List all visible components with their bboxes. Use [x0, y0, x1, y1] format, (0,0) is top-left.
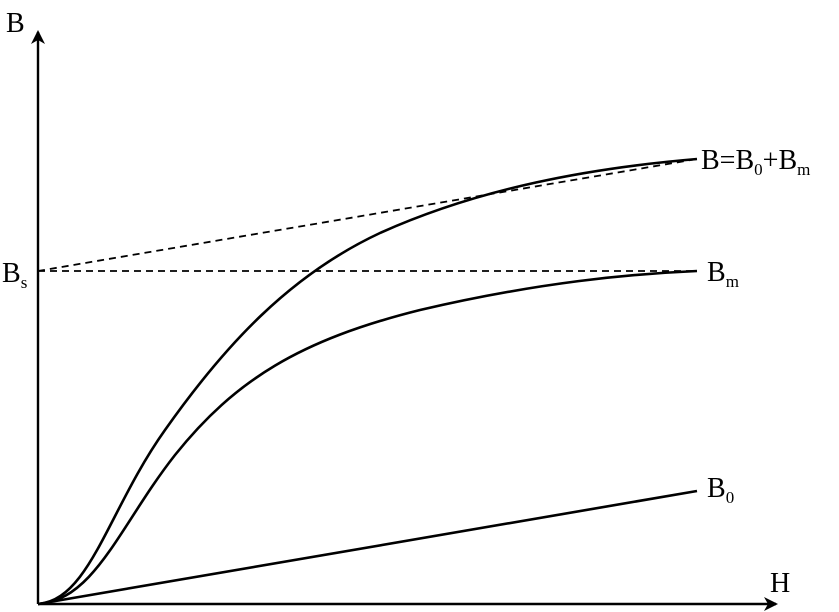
x-axis-label: H — [770, 568, 790, 599]
bm-label: Bm — [707, 257, 739, 291]
b-total-curve — [37, 157, 698, 606]
b-total-label: B=B0+Bm — [701, 145, 810, 179]
asymptote-dashed-line — [37, 158, 698, 272]
bm-curve — [37, 269, 698, 606]
b0-label: B0 — [707, 473, 734, 507]
b0-line — [37, 489, 698, 606]
bs-label: Bs — [2, 258, 27, 292]
y-axis-label: B — [6, 8, 25, 39]
